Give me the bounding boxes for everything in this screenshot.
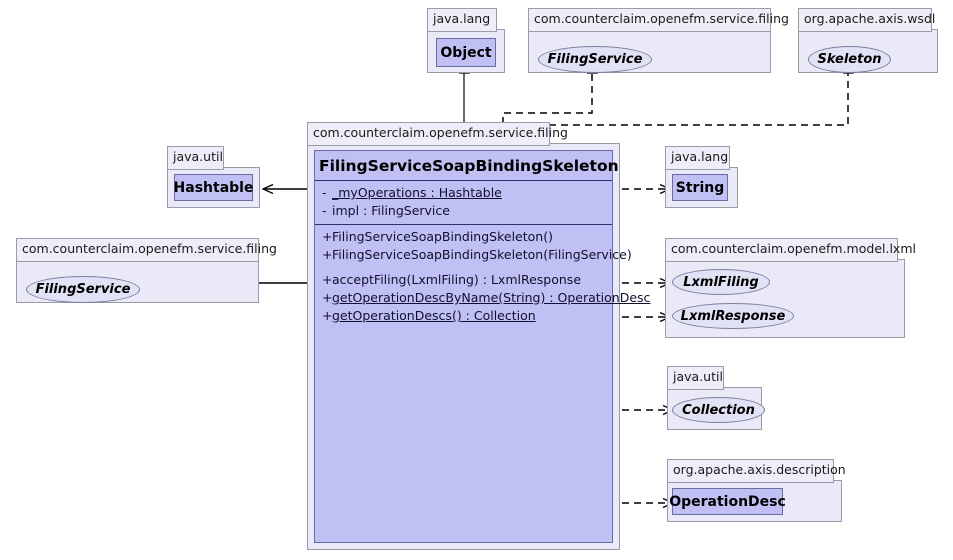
method-signature: getOperationDescByName(String) : Operati… [332,290,651,305]
class-node-hashtable[interactable]: Hashtable [174,174,253,201]
package-org-apache-axis-description: org.apache.axis.description OperationDes… [667,459,846,522]
interface-node-lxmlfiling[interactable]: LxmlFiling [672,269,770,295]
method-signature: getOperationDescs() : Collection [332,308,536,323]
compartment-spacer [315,264,612,271]
package-java-lang-object: java.lang Object [427,8,505,73]
class-node-operationdesc[interactable]: OperationDesc [669,488,786,515]
attribute-row: -_myOperations : Hashtable [315,184,612,202]
attribute-row: -impl : FilingService [315,202,612,220]
class-title: FilingServiceSoapBindingSkeleton [315,151,619,181]
package-ccofm-service-filing-left: com.counterclaim.openefm.service.filing … [16,238,277,303]
method-row: +getOperationDescByName(String) : Operat… [315,289,650,307]
method-signature: acceptFiling(LxmlFiling) : LxmlResponse [332,272,582,287]
constructor-row: +FilingServiceSoapBindingSkeleton() [315,228,612,246]
visibility-marker: - [322,185,327,200]
visibility-marker: + [322,308,333,323]
visibility-marker: + [322,290,333,305]
package-ccofm-model-lxml: com.counterclaim.openefm.model.lxml Lxml… [665,238,916,338]
class-operations-compartment: +FilingServiceSoapBindingSkeleton() +Fil… [315,225,650,329]
class-node-string[interactable]: String [672,174,728,201]
interface-node-filingservice-left[interactable]: FilingService [26,276,140,303]
package-java-util-hashtable: java.util Hashtable [167,146,260,208]
visibility-marker: - [322,203,327,218]
package-main-class-frame: com.counterclaim.openefm.service.filing … [307,122,650,550]
package-ccofm-service-filing-top: com.counterclaim.openefm.service.filing … [528,8,789,73]
method-row: +getOperationDescs() : Collection [315,307,612,325]
interface-node-skeleton[interactable]: Skeleton [808,46,891,73]
class-node-filingservicesoapbindingskeleton[interactable]: FilingServiceSoapBindingSkeleton -_myOpe… [314,150,650,543]
interface-node-filingservice-top[interactable]: FilingService [538,46,652,73]
attribute-signature: _myOperations : Hashtable [332,185,502,200]
constructor-signature: FilingServiceSoapBindingSkeleton() [332,229,553,244]
package-tab-label: java.lang [665,146,730,170]
package-org-apache-axis-wsdl: org.apache.axis.wsdl Skeleton [798,8,938,73]
constructor-row: +FilingServiceSoapBindingSkeleton(Filing… [315,246,632,264]
interface-node-lxmlresponse[interactable]: LxmlResponse [672,303,794,329]
method-row: +acceptFiling(LxmlFiling) : LxmlResponse [315,271,612,289]
attribute-signature: impl : FilingService [332,203,450,218]
class-attributes-compartment: -_myOperations : Hashtable -impl : Filin… [315,181,612,225]
package-java-lang-string: java.lang String [665,146,738,208]
package-tab-label: java.util [167,146,224,170]
package-tab-label: java.util [667,366,724,390]
package-tab-label: com.counterclaim.openefm.model.lxml [665,238,916,262]
visibility-marker: + [322,247,333,262]
constructor-signature: FilingServiceSoapBindingSkeleton(FilingS… [332,247,632,262]
package-tab-label: org.apache.axis.wsdl [798,8,935,32]
package-tab-label: com.counterclaim.openefm.service.filing [16,238,277,262]
package-java-util-collection: java.util Collection [667,366,765,430]
interface-node-collection[interactable]: Collection [672,397,765,423]
package-tab-label: com.counterclaim.openefm.service.filing [307,122,568,146]
package-tab-label: com.counterclaim.openefm.service.filing [528,8,789,32]
visibility-marker: + [322,272,333,287]
class-node-object[interactable]: Object [436,38,496,67]
package-tab-label: java.lang [427,8,497,32]
package-tab-label: org.apache.axis.description [667,459,846,483]
visibility-marker: + [322,229,333,244]
